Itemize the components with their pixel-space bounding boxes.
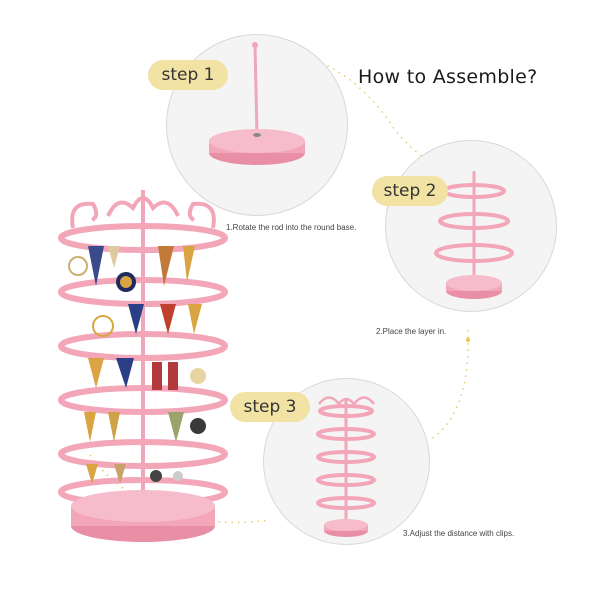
step3-label: step 3 — [230, 392, 310, 422]
step2-label: step 2 — [372, 176, 448, 206]
rod-base-image — [209, 42, 305, 165]
earring-stand-image — [58, 190, 228, 542]
step3-caption: 3.Adjust the distance with clips. — [403, 529, 515, 538]
full-stand-image — [316, 396, 376, 537]
step2-caption: 2.Place the layer in. — [376, 327, 447, 336]
step1-label: step 1 — [148, 60, 228, 90]
connector-dot — [466, 338, 470, 342]
page-title: How to Assemble? — [358, 66, 538, 88]
layers-image — [434, 171, 514, 299]
step2-circle — [385, 140, 557, 312]
step1-caption: 1.Rotate the rod into the round base. — [226, 223, 357, 232]
